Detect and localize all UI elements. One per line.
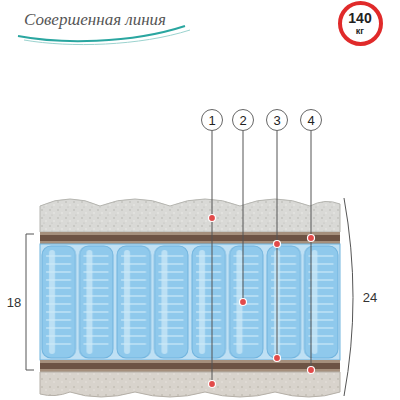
callout-circle: 2 (232, 109, 254, 131)
weight-badge: 140кг (338, 1, 383, 46)
weight-text: 140 (348, 10, 371, 26)
callout-number: 1 (208, 113, 215, 128)
callout-number: 2 (239, 113, 246, 128)
callout-number: 4 (307, 113, 314, 128)
weight-text: кг (356, 26, 364, 36)
dimension-label: 18 (7, 295, 21, 310)
dimension-label: 24 (363, 290, 377, 305)
callout-circle: 4 (300, 109, 322, 131)
brand-title: Совершенная линия (24, 10, 166, 30)
callout-circle: 1 (201, 109, 223, 131)
callout-circle: 3 (266, 109, 288, 131)
callout-number: 3 (273, 113, 280, 128)
